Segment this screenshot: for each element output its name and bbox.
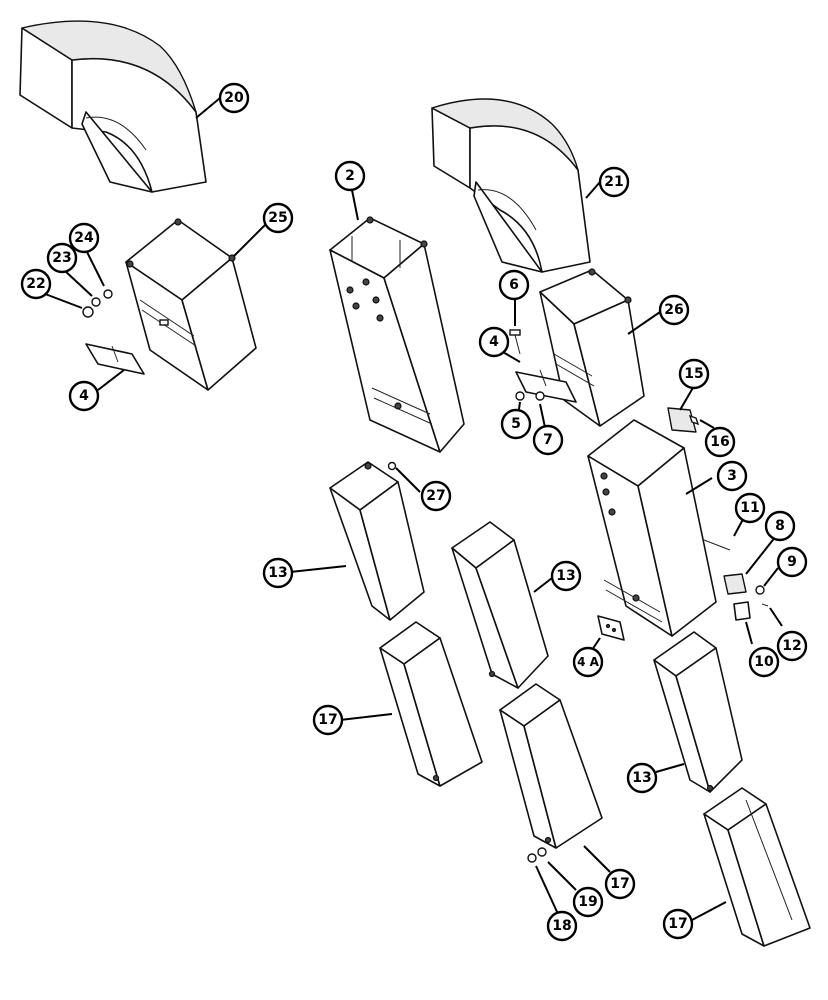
plate-part-15 [667, 407, 697, 433]
elbow-chute-part-21 [431, 98, 591, 273]
callout-4-center-label: 4 [489, 334, 499, 350]
washer-part-23 [91, 297, 101, 307]
callout-13-center: 13 [550, 560, 582, 592]
callout-20-label: 20 [224, 90, 244, 106]
callout-6-label: 6 [509, 277, 519, 293]
callout-8-label: 8 [775, 518, 785, 534]
bolt-part-6 [509, 329, 521, 355]
callout-24-label: 24 [74, 230, 94, 246]
callout-19-label: 19 [578, 894, 597, 910]
callout-9: 9 [776, 546, 808, 578]
callout-10-label: 10 [754, 654, 774, 670]
pin-part-12 [761, 603, 769, 607]
callout-4-left-label: 4 [79, 388, 89, 404]
callout-4-left: 4 [68, 380, 100, 412]
callout-17-left: 17 [312, 704, 344, 736]
box-section-part-25 [125, 218, 257, 391]
callout-17-right-label: 17 [668, 916, 687, 932]
callout-9-label: 9 [787, 554, 797, 570]
callout-11-label: 11 [740, 500, 759, 516]
box-section-part-26 [539, 268, 645, 427]
callout-24: 24 [68, 222, 100, 254]
nut-part-27 [387, 461, 397, 471]
chute-section-part-13-a [329, 461, 425, 621]
callout-26-label: 26 [664, 302, 683, 318]
callout-18: 18 [546, 910, 578, 942]
callout-17-left-label: 17 [318, 712, 337, 728]
chute-section-part-17-b [499, 683, 603, 849]
callout-17-center: 17 [604, 868, 636, 900]
callout-4A: 4 A [572, 646, 604, 678]
bracket-part-4-left [85, 343, 145, 375]
plate-part-10 [733, 601, 751, 621]
nut-part-24 [103, 289, 113, 299]
callout-19: 19 [572, 886, 604, 918]
callout-22-label: 22 [26, 276, 45, 292]
callout-5: 5 [500, 408, 532, 440]
nut-part-18 [527, 853, 537, 863]
callout-2-label: 2 [345, 168, 355, 184]
callout-13-left: 13 [262, 557, 294, 589]
callout-3: 3 [716, 460, 748, 492]
callout-23-label: 23 [52, 250, 71, 266]
callout-13-right: 13 [626, 762, 658, 794]
callout-7: 7 [532, 424, 564, 456]
callout-12-label: 12 [782, 638, 801, 654]
nut-part-9 [755, 585, 765, 595]
callout-21-label: 21 [604, 174, 623, 190]
washer-part-19 [537, 847, 547, 857]
callout-22: 22 [20, 268, 52, 300]
callout-10: 10 [748, 646, 780, 678]
callout-8: 8 [764, 510, 796, 542]
tall-duct-part-3 [587, 419, 717, 637]
callout-27: 27 [420, 480, 452, 512]
callout-23: 23 [46, 242, 78, 274]
callout-15-label: 15 [684, 366, 703, 382]
callout-4-center: 4 [478, 326, 510, 358]
tall-duct-part-2 [329, 216, 465, 453]
clip-part-16 [688, 414, 700, 426]
callout-6: 6 [498, 269, 530, 301]
callout-13-right-label: 13 [632, 770, 651, 786]
callout-27-label: 27 [426, 488, 445, 504]
callout-25-label: 25 [268, 210, 287, 226]
callout-15: 15 [678, 358, 710, 390]
callout-26: 26 [658, 294, 690, 326]
plate-part-8 [723, 573, 747, 595]
callout-4A-label: 4 A [577, 655, 600, 669]
callout-13-center-label: 13 [556, 568, 575, 584]
washer-part-7 [535, 391, 545, 401]
chute-section-part-17-c [703, 787, 811, 947]
chute-section-part-13-b [451, 521, 549, 689]
callout-13-left-label: 13 [268, 565, 287, 581]
bracket-part-4A [597, 615, 625, 641]
callout-12: 12 [776, 630, 808, 662]
callout-7-label: 7 [543, 432, 553, 448]
callout-17-center-label: 17 [610, 876, 629, 892]
callout-25: 25 [262, 202, 294, 234]
callout-5-label: 5 [511, 416, 521, 432]
callout-20: 20 [218, 82, 250, 114]
callout-11: 11 [734, 492, 766, 524]
chute-section-part-17-a [379, 621, 483, 787]
callout-18-label: 18 [552, 918, 571, 934]
callout-17-right: 17 [662, 908, 694, 940]
bracket-part-4-center [515, 369, 577, 403]
pin-part-11 [703, 539, 731, 551]
elbow-chute-part-20 [19, 20, 207, 193]
chute-section-part-13-c [653, 631, 743, 793]
callout-16: 16 [704, 426, 736, 458]
callout-21: 21 [598, 166, 630, 198]
callout-2: 2 [334, 160, 366, 192]
nut-part-22 [82, 306, 94, 318]
callout-3-label: 3 [727, 468, 737, 484]
callout-16-label: 16 [710, 434, 729, 450]
nut-part-5 [515, 391, 525, 401]
